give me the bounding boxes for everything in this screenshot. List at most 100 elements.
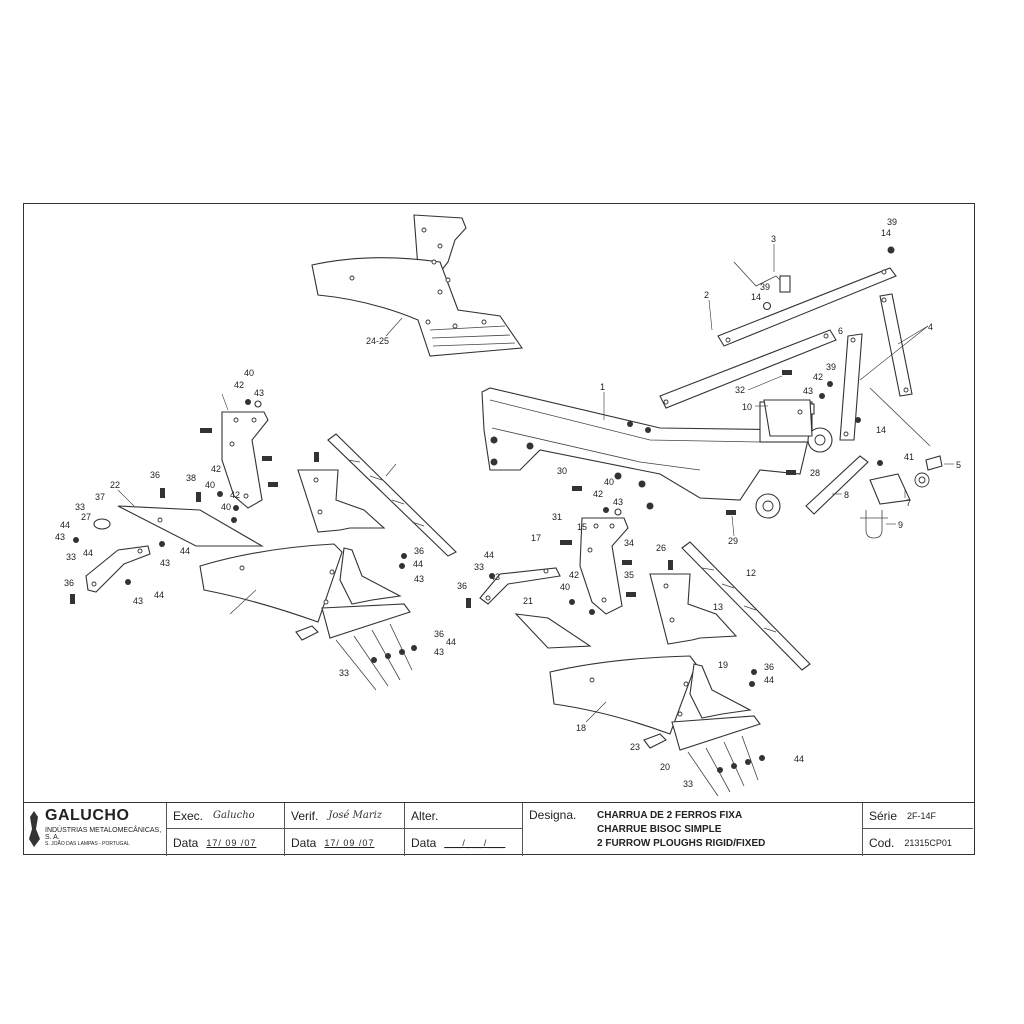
- callout-44h: 44: [764, 675, 774, 685]
- designation-line-en: 2 FURROW PLOUGHS RIGID/FIXED: [597, 838, 766, 849]
- callout-36e: 36: [457, 581, 467, 591]
- designation-cell: Designa. CHARRUA DE 2 FERROS FIXA CHARRU…: [523, 803, 863, 856]
- callout-44i: 44: [794, 754, 804, 764]
- company-name: GALUCHO: [45, 807, 130, 824]
- callout-40a: 40: [244, 368, 254, 378]
- verif-date: 17/ 09 /07: [324, 838, 375, 848]
- callout-40b: 40: [205, 480, 215, 490]
- exec-date: 17/ 09 /07: [206, 838, 257, 848]
- callout-43f: 43: [133, 596, 143, 606]
- callout-31b: 31: [552, 512, 562, 522]
- bracket-17-right: [479, 567, 561, 605]
- exec-cell: Exec. Galucho Data 17/ 09 /07: [167, 803, 285, 856]
- callout-33b: 33: [66, 552, 76, 562]
- pin-5: [925, 455, 943, 471]
- mouldboard-assembly: [311, 214, 523, 357]
- callout-39c: 39: [826, 362, 836, 372]
- verif-date-label: Data: [291, 836, 317, 850]
- callout-7: 7: [906, 498, 911, 508]
- bracket-17-left: [85, 545, 151, 593]
- callout-42e: 42: [593, 489, 603, 499]
- callout-43d: 43: [160, 558, 170, 568]
- callout-14: 14: [881, 228, 891, 238]
- callout-24-25: 24-25: [366, 336, 389, 346]
- share-20-right: [671, 715, 761, 751]
- verif-signature: José Mariz: [328, 810, 383, 821]
- callout-44c: 44: [83, 548, 93, 558]
- callout-38: 38: [186, 473, 196, 483]
- callout-18b: 18: [576, 723, 586, 733]
- callout-17b: 17: [531, 533, 541, 543]
- callout-28: 28: [810, 468, 820, 478]
- company-address: S. JOÃO DAS LAMPAS - PORTUGAL: [45, 841, 130, 847]
- callout-33d: 33: [474, 562, 484, 572]
- code-cell: Série 2F-14F Cod. 21315CP01: [863, 803, 973, 856]
- callout-29: 29: [728, 536, 738, 546]
- callout-44g: 44: [484, 550, 494, 560]
- callout-9: 9: [898, 520, 903, 530]
- company-logo-cell: GALUCHO INDÚSTRIAS METALOMECÂNICAS, S. A…: [23, 803, 167, 856]
- callout-27: 27: [81, 512, 91, 522]
- shin-22: [117, 505, 265, 547]
- callout-44d: 44: [154, 590, 164, 600]
- exec-date-label: Data: [173, 836, 199, 850]
- callout-36f: 36: [764, 662, 774, 672]
- arm-2: [659, 267, 897, 409]
- alter-cell: Alter. Data ___/___/___: [405, 803, 523, 856]
- callout-43c: 43: [55, 532, 65, 542]
- plate-13-left: [297, 469, 386, 533]
- callout-3: 3: [771, 234, 776, 244]
- callout-36d: 36: [434, 629, 444, 639]
- callout-42c: 42: [211, 464, 221, 474]
- callout-21: 21: [523, 596, 533, 606]
- callout-44f: 44: [446, 637, 456, 647]
- callout-1: 1: [600, 382, 605, 392]
- callout-33e: 33: [683, 779, 693, 789]
- verif-label: Verif.: [291, 808, 319, 823]
- bracket-10: [763, 399, 813, 437]
- galucho-logo-icon: [29, 811, 40, 847]
- callout-37: 37: [95, 492, 105, 502]
- designation-label: Designa.: [529, 808, 577, 822]
- frog-19-right: [689, 663, 752, 719]
- alter-date: ___/___/___: [444, 838, 506, 848]
- callout-26b: 26: [656, 543, 666, 553]
- alter-date-label: Data: [411, 836, 437, 850]
- callout-33a: 33: [75, 502, 85, 512]
- callout-35b: 35: [624, 570, 634, 580]
- callout-40e: 40: [560, 582, 570, 592]
- callout-40d: 40: [604, 477, 614, 487]
- callout-42d: 42: [230, 490, 240, 500]
- crank-handle-3: [733, 261, 791, 293]
- callout-15b: 15: [577, 522, 587, 532]
- callout-23b: 23: [630, 742, 640, 752]
- bar-12-right: [681, 541, 811, 671]
- plate-15-left: [221, 411, 269, 509]
- company-subtitle: INDÚSTRIAS METALOMECÂNICAS, S. A.: [45, 827, 162, 841]
- callout-14b: 14: [751, 292, 761, 302]
- callout-8: 8: [844, 490, 849, 500]
- verif-cell: Verif. José Mariz Data 17/ 09 /07: [285, 803, 405, 856]
- share-20-left: [321, 603, 411, 639]
- callout-41: 41: [904, 452, 914, 462]
- link-plate-7: [869, 472, 930, 505]
- callout-20b: 20: [660, 762, 670, 772]
- exec-label: Exec.: [173, 808, 204, 823]
- callout-42a: 42: [813, 372, 823, 382]
- callout-40c: 40: [221, 502, 231, 512]
- callout-43b: 43: [254, 388, 264, 398]
- callout-22: 22: [110, 480, 120, 490]
- alter-label: Alter.: [411, 808, 439, 823]
- callout-4: 4: [928, 322, 933, 332]
- exec-signature: Galucho: [213, 810, 255, 821]
- title-block: GALUCHO INDÚSTRIAS METALOMECÂNICAS, S. A…: [23, 802, 975, 856]
- hardware-upper: [572, 246, 895, 515]
- callout-36c: 36: [414, 546, 424, 556]
- plate-15-right: [579, 517, 629, 615]
- callout-14c: 14: [876, 425, 886, 435]
- shin-21: [514, 613, 592, 649]
- callout-6: 6: [838, 326, 843, 336]
- cod-value: 21315CP01: [904, 838, 952, 848]
- designation-line-pt: CHARRUA DE 2 FERROS FIXA: [597, 810, 743, 821]
